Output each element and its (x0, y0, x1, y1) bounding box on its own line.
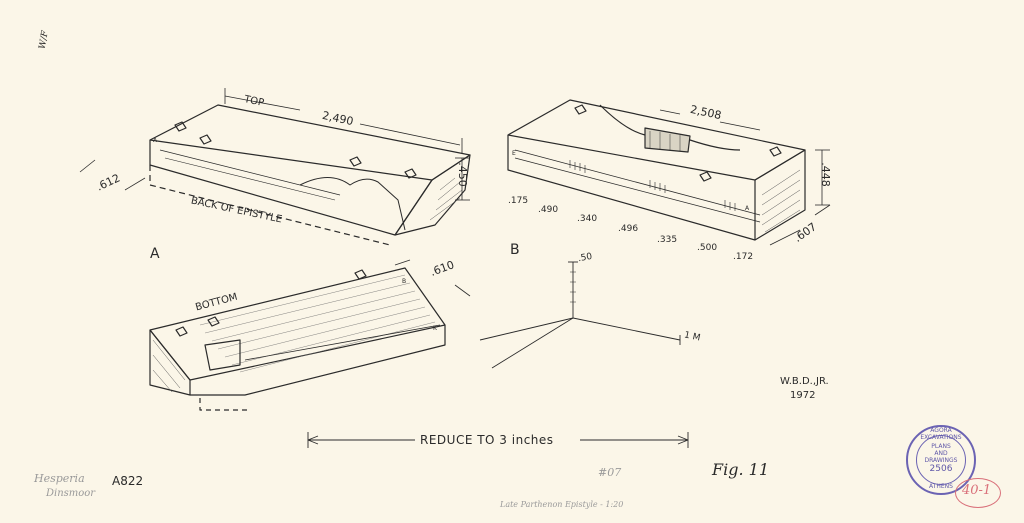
corner-a-b: A (745, 205, 750, 212)
year: 1972 (790, 390, 816, 401)
block-b (507, 99, 831, 246)
stamp-line4: DRAWINGS (924, 457, 958, 464)
agora-stamp (906, 425, 976, 495)
front-dim-6: .500 (697, 243, 718, 253)
block-a (79, 88, 471, 246)
stamp-line5: ATHENS (929, 483, 953, 490)
reduce-note: REDUCE TO 3 inches (420, 433, 554, 447)
corner-a: A (153, 137, 158, 144)
stamp-line2: PLANS (931, 443, 951, 450)
figure-a-label: A (150, 246, 160, 262)
reduce-arrow (307, 432, 689, 448)
fig-label: Fig. 11 (712, 460, 769, 479)
scale-axes (479, 261, 681, 369)
stamp-line3: AND (934, 450, 948, 457)
figure-b-label: B (510, 242, 520, 258)
red-number: 40-1 (962, 483, 992, 498)
front-dim-2: .490 (538, 205, 559, 215)
signature-line1: Hesperia (34, 472, 85, 485)
corner-e: E (512, 150, 516, 157)
front-dim-4: .496 (618, 224, 639, 234)
signature-line2: Dinsmoor (46, 488, 96, 499)
agora-stamp-inner (916, 435, 966, 485)
front-dim-5: .335 (657, 235, 678, 245)
dim-right-a: .450 (455, 162, 469, 187)
red-circle (955, 478, 1001, 508)
dim-right-b: .448 (818, 162, 832, 187)
stamp-line1: AGORA EXCAVATIONS (920, 427, 962, 441)
caption: Late Parthenon Epistyle - 1:20 (500, 500, 624, 509)
catalog-code: A822 (112, 474, 144, 488)
corner-k: K (433, 325, 437, 332)
corner-b: B (402, 278, 407, 285)
author: W.B.D.,JR. (780, 376, 829, 387)
front-dim-7: .172 (733, 252, 754, 262)
stamp-number: 2506 (929, 464, 953, 474)
page-number: #07 (598, 466, 622, 479)
front-dim-3: .340 (577, 214, 598, 224)
front-dim-1: .175 (508, 196, 529, 206)
block-bottom (149, 259, 471, 411)
